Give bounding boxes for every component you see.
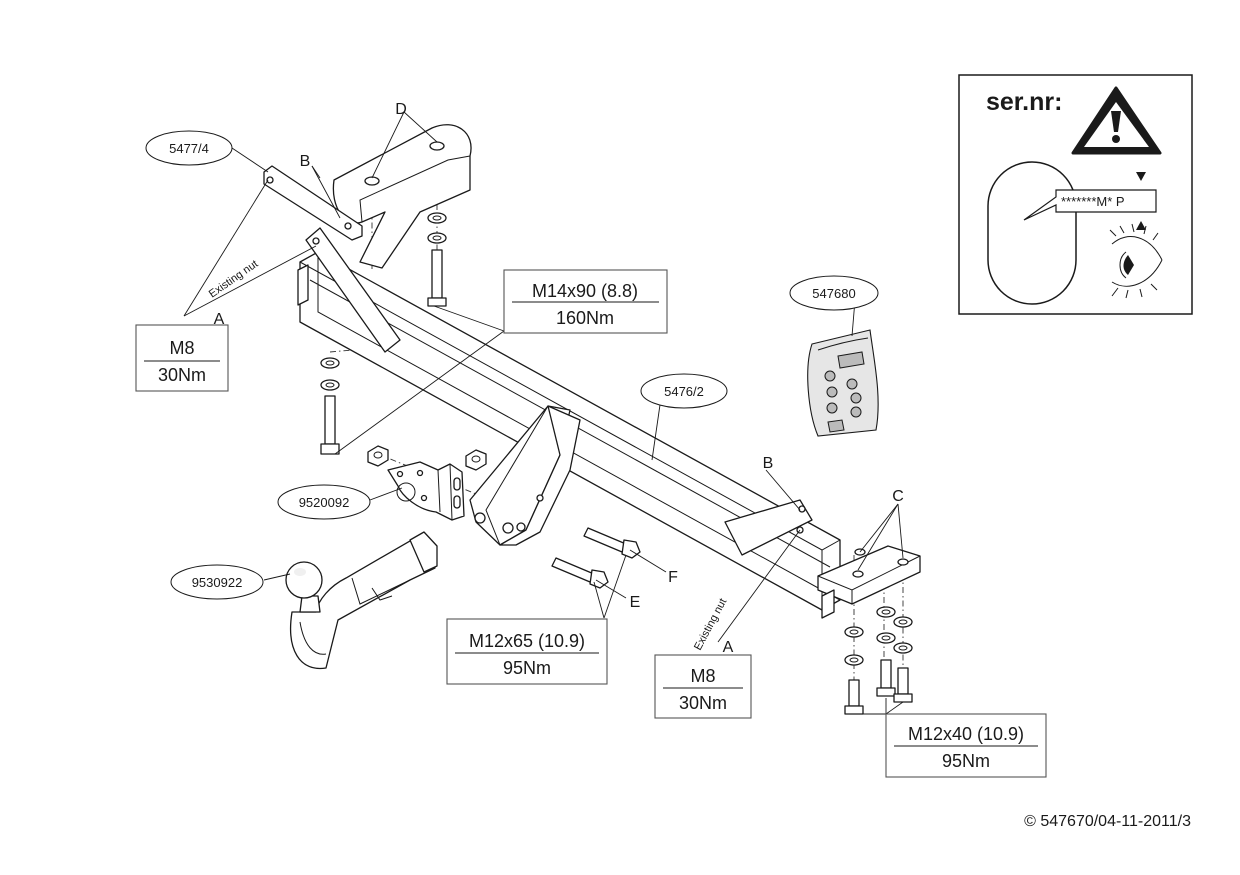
torque-value: 95Nm: [503, 658, 551, 678]
part-number-label-9520092: 9520092: [277, 484, 371, 520]
serial-plate-text: *******M* P: [1061, 194, 1125, 209]
torque-box-m12x40: M12x40 (10.9) 95Nm: [885, 713, 1047, 778]
warning-triangle-icon: [1071, 86, 1162, 155]
leader-lines: [183, 111, 904, 715]
torque-bolt-size: M12x65 (10.9): [469, 631, 585, 651]
part-number-text: 9530922: [192, 575, 243, 590]
point-letter-b-left: B: [300, 153, 311, 170]
part-number-text: 9520092: [299, 495, 350, 510]
part-number-text: 5476/2: [664, 384, 704, 399]
torque-value: 95Nm: [942, 751, 990, 771]
arrow-down-icon: [1136, 172, 1146, 181]
torque-box-m8-right: M8 30Nm: [654, 654, 752, 719]
hardware-bag-547680: [807, 329, 879, 437]
torque-value: 30Nm: [158, 365, 206, 385]
torque-box-m12x65: M12x65 (10.9) 95Nm: [446, 618, 608, 685]
part-number-label-547680: 547680: [789, 275, 879, 311]
torque-box-m14x90: M14x90 (8.8) 160Nm: [503, 269, 668, 334]
point-letter-b-right: B: [763, 455, 774, 472]
torque-bolt-size: M8: [169, 338, 194, 358]
point-letter-d: D: [395, 101, 407, 118]
fasteners-right: [844, 606, 913, 715]
part-number-label-5476-2: 5476/2: [640, 373, 728, 409]
serial-label: ser.nr:: [986, 88, 1062, 116]
fasteners-left: [320, 212, 447, 455]
bracket-right: [724, 499, 921, 619]
point-letter-e: E: [630, 594, 641, 611]
torque-value: 30Nm: [679, 693, 727, 713]
point-letter-a-left: A: [214, 311, 225, 328]
torque-bolt-size: M8: [690, 666, 715, 686]
arrow-up-icon: [1136, 221, 1146, 230]
part-number-label-5477-4: 5477/4: [145, 130, 233, 166]
center-mount-plates: [469, 405, 581, 546]
serial-plate-callout: *******M* P: [987, 161, 1157, 305]
point-letter-f: F: [668, 569, 678, 586]
part-number-label-9530922: 9530922: [170, 564, 264, 600]
torque-value: 160Nm: [556, 308, 614, 328]
serial-number-panel: ser.nr: *******M* P: [958, 74, 1193, 315]
torque-bolt-size: M14x90 (8.8): [532, 281, 638, 301]
point-letter-c: C: [892, 488, 904, 505]
point-letter-a-right: A: [723, 639, 734, 656]
eye-icon: [1109, 223, 1163, 299]
torque-box-m8-left: M8 30Nm: [135, 324, 229, 392]
ball-plate-9520092: [387, 461, 465, 521]
tow-ball-9530922: [285, 531, 438, 670]
torque-bolt-size: M12x40 (10.9): [908, 724, 1024, 744]
part-number-text: 547680: [812, 286, 855, 301]
existing-nut-note-left: Existing nut: [207, 258, 260, 300]
part-number-text: 5477/4: [169, 141, 209, 156]
copyright-footer: © 547670/04-11-2011/3: [1024, 813, 1191, 830]
bracket-5477-4: [263, 124, 472, 353]
